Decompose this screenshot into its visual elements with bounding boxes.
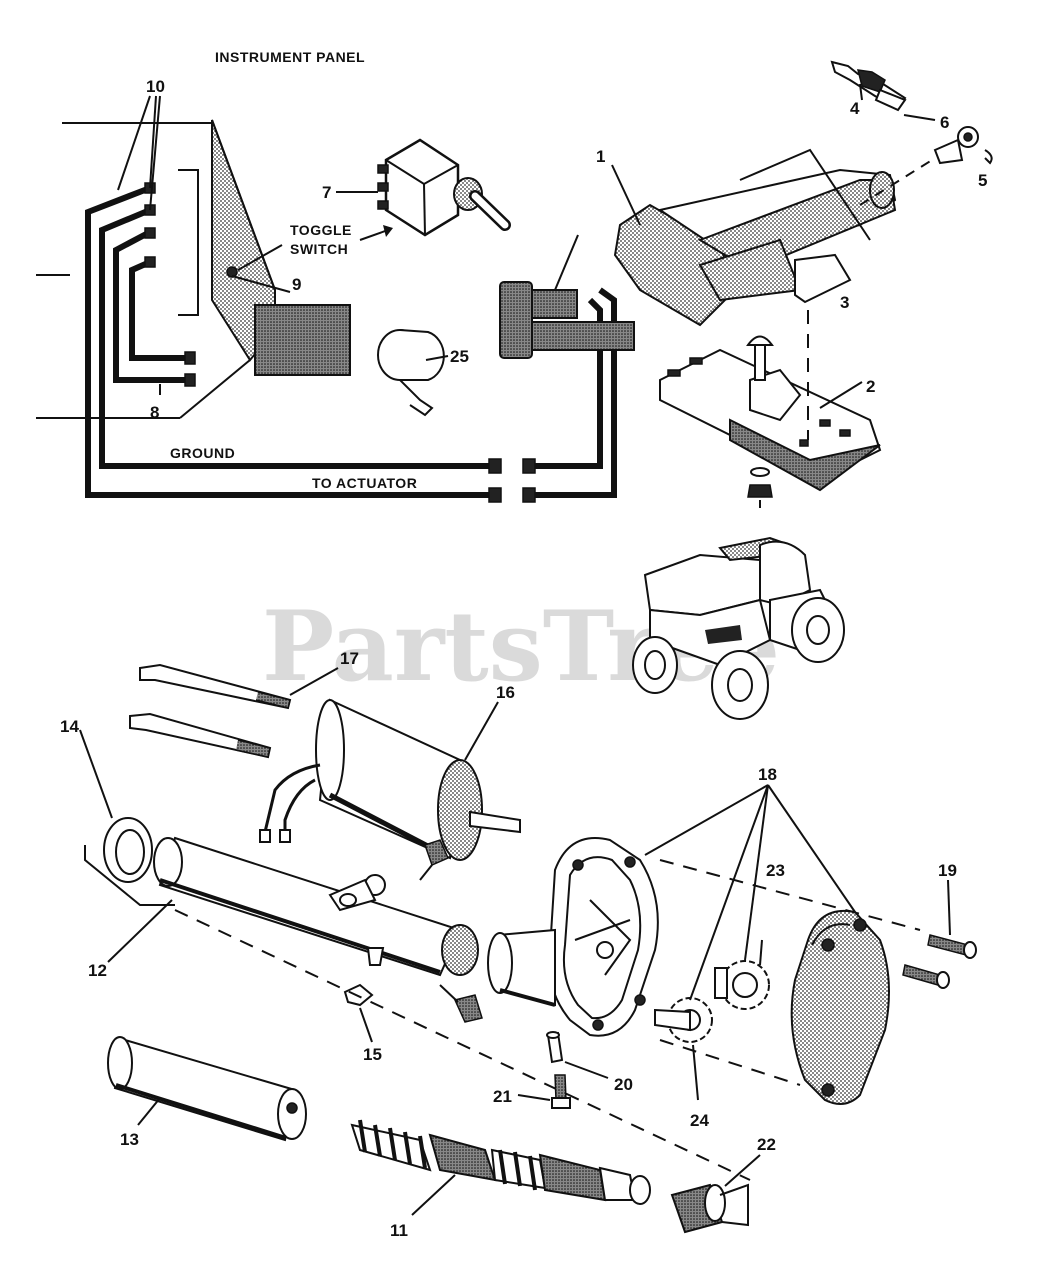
part-label-24: 24 <box>690 1111 709 1130</box>
part-label-10: 10 <box>146 77 165 96</box>
part-label-21: 21 <box>493 1087 512 1106</box>
part-label-13: 13 <box>120 1130 139 1149</box>
part-label-15: 15 <box>363 1045 382 1064</box>
ball-joint <box>933 126 993 165</box>
actuator-icon <box>611 148 897 327</box>
actuator-connector <box>499 234 635 359</box>
part-label-16: 16 <box>496 683 515 702</box>
part-label-22: 22 <box>757 1135 776 1154</box>
assembly-lines <box>174 859 921 1181</box>
part-label-19: 19 <box>938 861 957 880</box>
part-label-23: 23 <box>766 861 785 880</box>
part-label-14: 14 <box>60 717 79 736</box>
toggle-switch-caption-1: TOGGLE <box>290 222 352 238</box>
set-screws <box>343 839 483 1043</box>
clevis-pin <box>830 60 907 112</box>
label-18-leaders <box>644 784 856 1001</box>
gear-icon <box>654 939 770 1101</box>
part-label-18: 18 <box>758 765 777 784</box>
motor <box>259 698 521 861</box>
tractor-icon <box>632 536 845 720</box>
seal-ring <box>79 729 175 906</box>
inner-tube <box>107 1036 307 1142</box>
part-label-11: 11 <box>390 1221 408 1240</box>
part-label-17: 17 <box>340 649 359 668</box>
mounting-bracket <box>659 310 882 508</box>
gear-housing <box>487 837 659 1037</box>
long-bolts <box>129 663 339 759</box>
ground-caption: GROUND <box>170 445 235 461</box>
toggle-arrow <box>359 229 389 241</box>
part-label-4: 4 <box>850 99 860 118</box>
actuator-tube <box>107 836 479 977</box>
part-label-20: 20 <box>614 1075 633 1094</box>
part-label-6: 6 <box>940 113 949 132</box>
spring-icon <box>350 1119 651 1216</box>
part-label-7: 7 <box>322 183 331 202</box>
part-label-2: 2 <box>866 377 875 396</box>
part-label-1: 1 <box>596 147 605 166</box>
part-label-12: 12 <box>88 961 107 980</box>
part-label-9: 9 <box>292 275 301 294</box>
part-label-25: 25 <box>450 347 469 366</box>
instrument-panel-caption: INSTRUMENT PANEL <box>215 49 365 65</box>
toggle-switch-mount <box>226 266 238 278</box>
tape-roll <box>377 329 449 417</box>
pins <box>517 1031 609 1109</box>
bushing <box>670 1154 761 1234</box>
instrument-panel <box>36 119 351 419</box>
part-label-8: 8 <box>150 403 159 422</box>
to-actuator-caption: TO ACTUATOR <box>312 475 417 491</box>
part-label-3: 3 <box>840 293 849 312</box>
toggle-switch-icon <box>377 138 511 237</box>
toggle-switch-caption-2: SWITCH <box>290 241 348 257</box>
part-label-5: 5 <box>978 171 987 190</box>
gear-cover <box>790 879 977 1105</box>
